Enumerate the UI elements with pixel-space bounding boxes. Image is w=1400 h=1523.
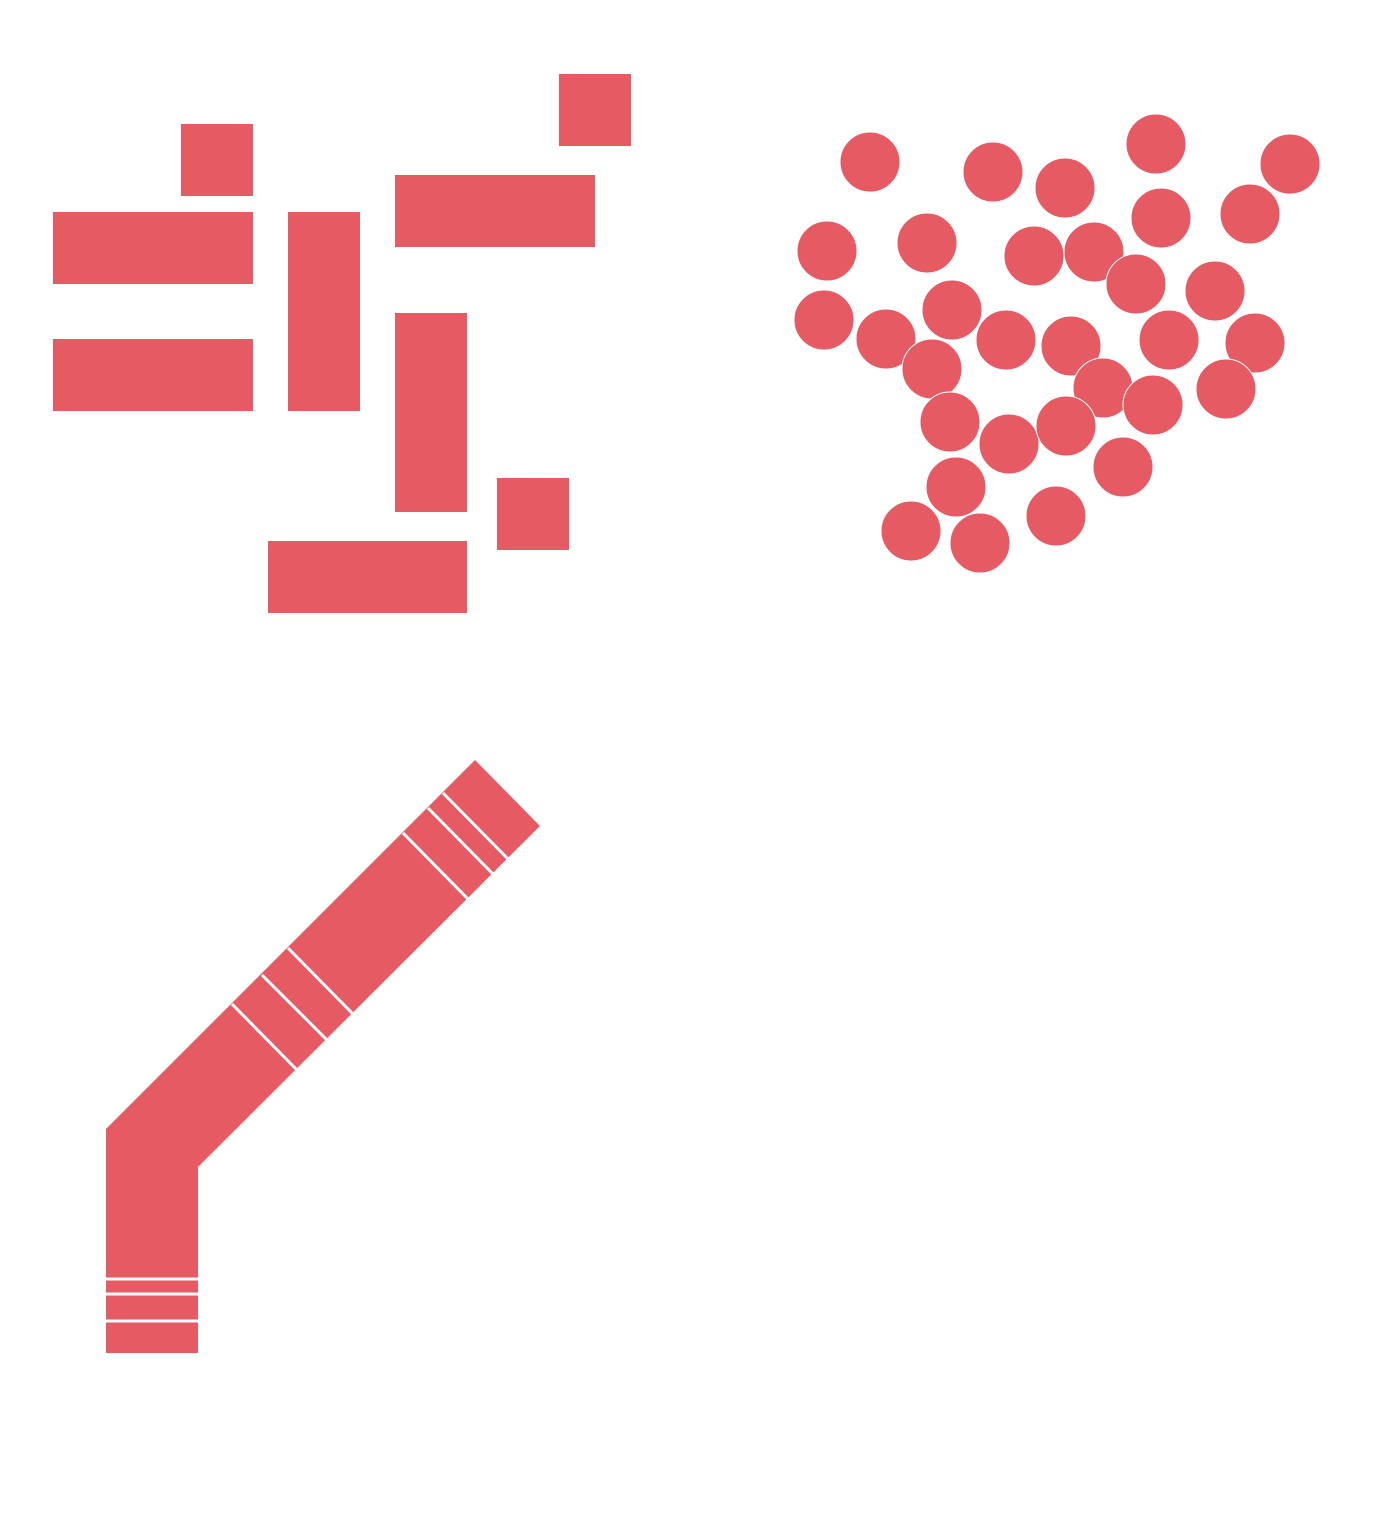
circle-6 [1130, 187, 1192, 249]
circle-30 [1025, 485, 1087, 547]
circle-7 [1219, 183, 1281, 245]
circle-12 [1105, 253, 1167, 315]
circle-24 [1195, 358, 1257, 420]
circle-29 [925, 456, 987, 518]
circle-26 [978, 413, 1040, 475]
circle-15 [921, 279, 983, 341]
circle-28 [1092, 436, 1154, 498]
circle-17 [975, 309, 1037, 371]
rectangle-7 [395, 313, 467, 512]
pipe-band-4 [230, 1002, 299, 1072]
pipe-body [106, 760, 540, 1353]
circle-32 [949, 512, 1011, 574]
circle-4 [1259, 133, 1321, 195]
rectangle-1 [181, 124, 253, 196]
circle-8 [796, 220, 858, 282]
circle-18 [1040, 315, 1102, 377]
rectangle-4 [288, 212, 360, 411]
circle-20 [1224, 312, 1286, 374]
rectangle-3 [53, 339, 253, 411]
pipe-band-8 [426, 806, 495, 876]
pipe-band-7 [401, 831, 470, 901]
rectangle-2 [53, 212, 253, 284]
rectangle-cluster [53, 74, 631, 613]
pipe-band-5 [260, 973, 329, 1042]
circle-5 [1034, 157, 1096, 219]
circle-19 [1138, 309, 1200, 371]
circle-10 [1003, 225, 1065, 287]
circle-9 [896, 212, 958, 274]
rectangle-9 [268, 541, 467, 613]
bent-segmented-pipe [106, 760, 540, 1353]
circle-23 [1122, 374, 1184, 436]
rectangle-8 [497, 478, 569, 550]
circle-1 [839, 131, 901, 193]
circle-11 [1063, 221, 1125, 283]
circle-cluster [793, 113, 1321, 574]
circle-13 [1184, 260, 1246, 322]
rectangle-6 [559, 74, 631, 146]
circle-2 [962, 141, 1024, 203]
circle-25 [919, 391, 981, 453]
pipe-band-6 [286, 946, 355, 1016]
pipe-band-9 [441, 791, 510, 861]
circle-31 [880, 500, 942, 562]
circle-14 [793, 289, 855, 351]
circle-21 [901, 338, 963, 400]
rectangle-5 [395, 175, 595, 247]
circle-3 [1125, 113, 1187, 175]
circle-27 [1035, 395, 1097, 457]
circle-16 [855, 308, 917, 370]
